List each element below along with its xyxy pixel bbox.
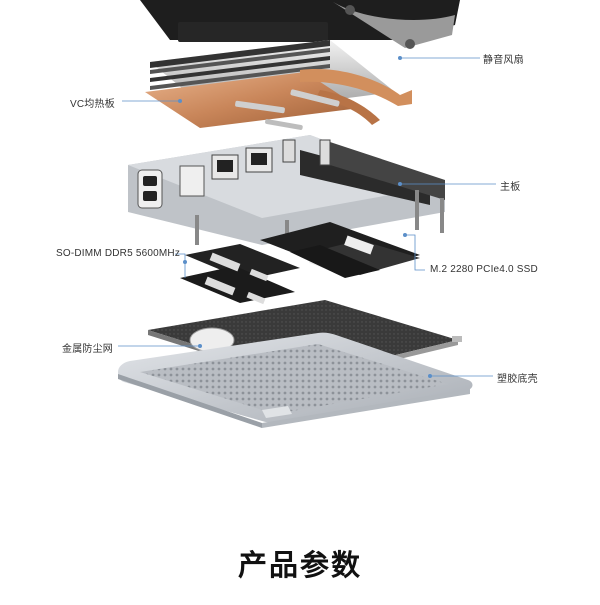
ssd-module-icon: [260, 222, 420, 278]
label-dust-mesh: 金属防尘网: [62, 344, 113, 355]
heatsink-icon: [145, 40, 412, 130]
callout-lines: [118, 56, 496, 378]
label-bottom-shell: 塑胶底壳: [497, 374, 538, 385]
motherboard-icon: [128, 135, 445, 250]
label-ram: SO-DIMM DDR5 5600MHz: [56, 248, 181, 259]
ram-module-icon: [180, 244, 300, 305]
section-title: 产品参数: [237, 548, 362, 582]
label-ssd: M.2 2280 PCIe4.0 SSD: [430, 264, 538, 275]
label-fan: 静音风扇: [483, 55, 524, 66]
label-vc-plate: VC均热板: [70, 99, 115, 110]
bottom-shell-icon: [118, 332, 473, 428]
fan-icon: [140, 0, 460, 49]
label-mainboard: 主板: [500, 182, 521, 193]
